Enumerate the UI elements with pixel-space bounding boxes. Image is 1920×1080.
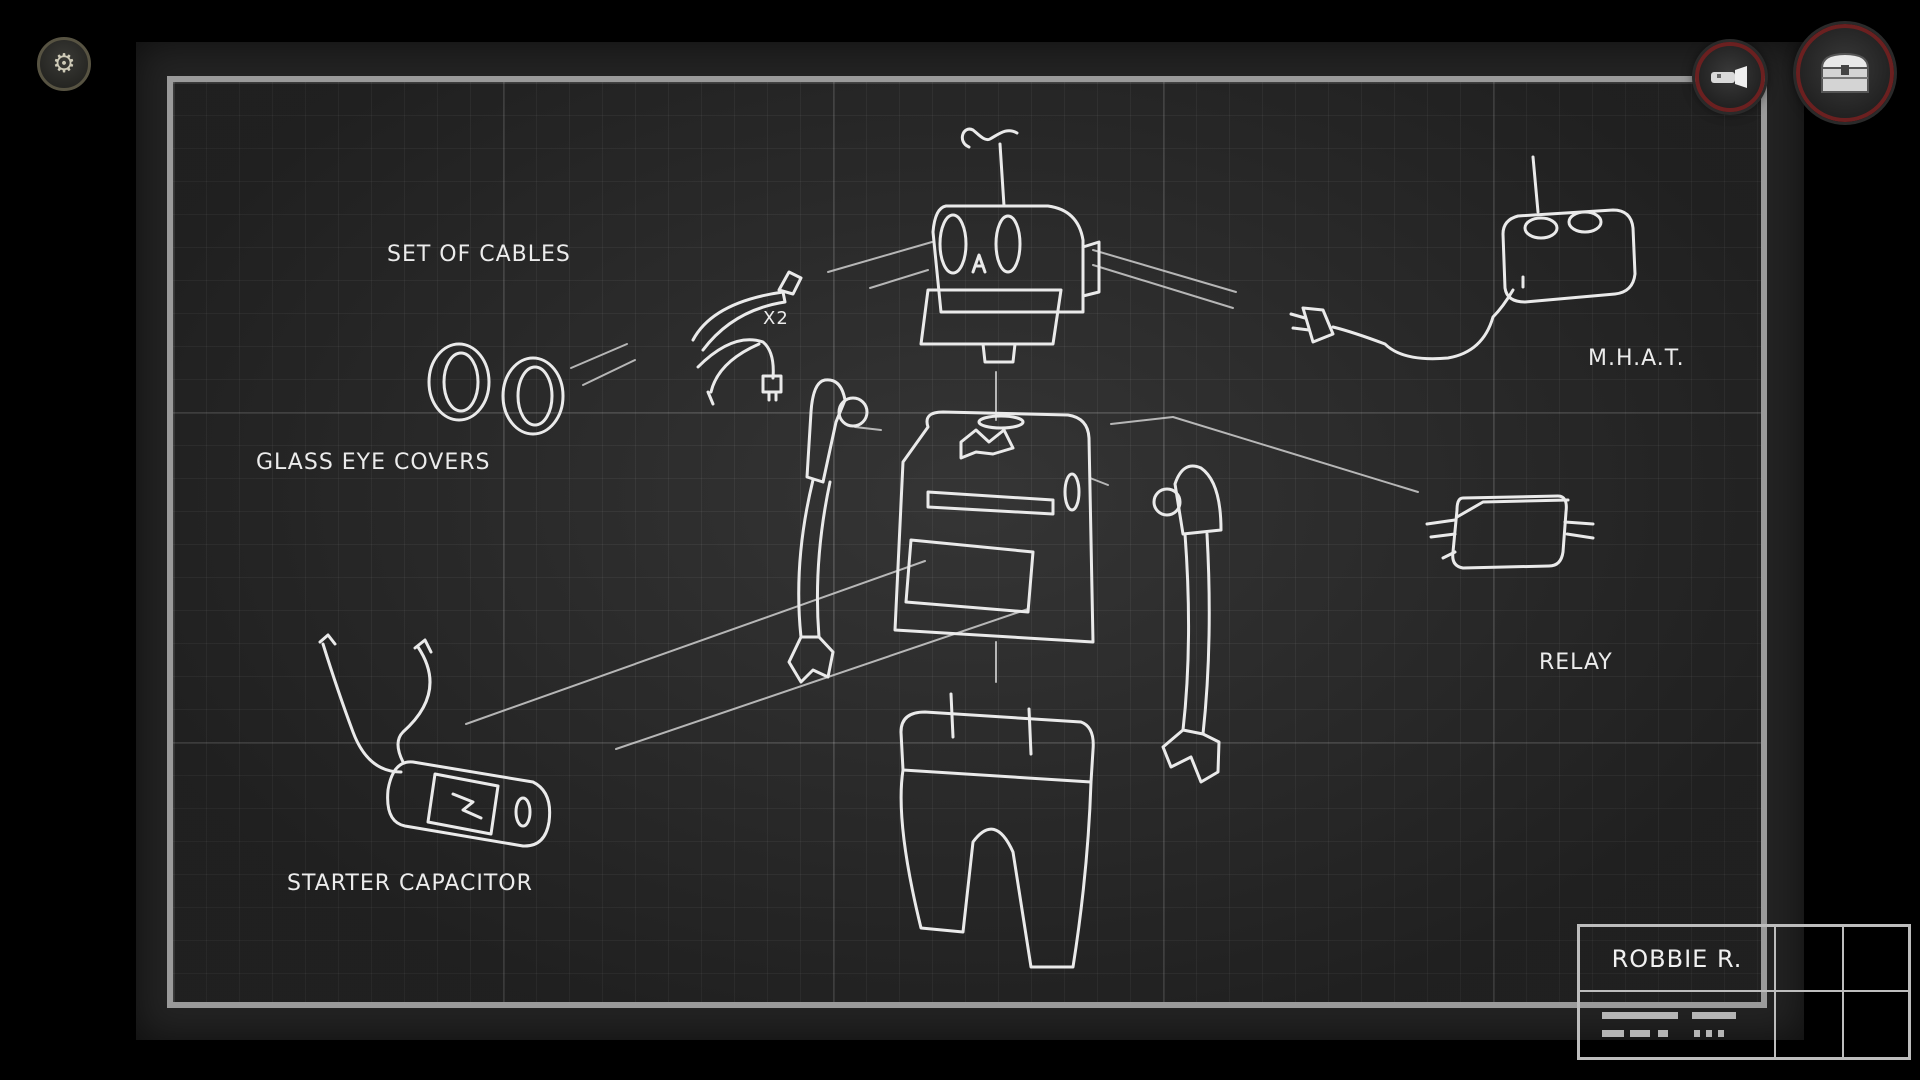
robot-head-sketch: [919, 127, 1101, 364]
blueprint-board: SET OF CABLES x2 GLASS EYE COVERS STARTE…: [136, 42, 1911, 1060]
title-block-cell: [1844, 927, 1908, 992]
robot-left-arm-sketch: [787, 378, 869, 684]
hint-button[interactable]: [1695, 42, 1765, 112]
title-block: ROBBIE R.: [1577, 924, 1911, 1060]
label-glass-eye-covers: GLASS EYE COVERS: [256, 450, 491, 475]
label-set-of-cables: SET OF CABLES: [387, 242, 571, 267]
settings-button[interactable]: ⚙: [37, 37, 91, 91]
label-cables-multiplier: x2: [763, 308, 789, 329]
treasure-chest-icon: [1820, 52, 1870, 93]
gear-icon: ⚙: [52, 49, 76, 79]
label-mhat: M.H.A.T.: [1588, 346, 1685, 371]
robot-right-arm-sketch: [1152, 464, 1223, 784]
mhat-sketch: [1289, 155, 1637, 361]
robot-legs-sketch: [899, 692, 1095, 969]
title-block-scribbles: [1580, 992, 1776, 1057]
title-block-cell: [1776, 992, 1844, 1057]
blueprint-drawing: [318, 127, 1637, 969]
title-block-cell: [1776, 927, 1844, 992]
set-of-cables-sketch: [691, 270, 803, 406]
robot-torso-sketch: [893, 410, 1095, 644]
inventory-button[interactable]: [1796, 24, 1894, 122]
label-starter-capacitor: STARTER CAPACITOR: [287, 871, 533, 896]
flashlight-icon: [1711, 66, 1747, 88]
title-block-name: ROBBIE R.: [1580, 927, 1776, 992]
glass-eye-covers-sketch: [427, 342, 565, 436]
leader-lines: [465, 241, 1419, 750]
title-block-cell: [1844, 992, 1908, 1057]
relay-sketch: [1425, 494, 1595, 570]
blueprint-paper: SET OF CABLES x2 GLASS EYE COVERS STARTE…: [167, 76, 1911, 1060]
label-relay: RELAY: [1539, 650, 1613, 675]
starter-capacitor-sketch: [318, 633, 552, 848]
